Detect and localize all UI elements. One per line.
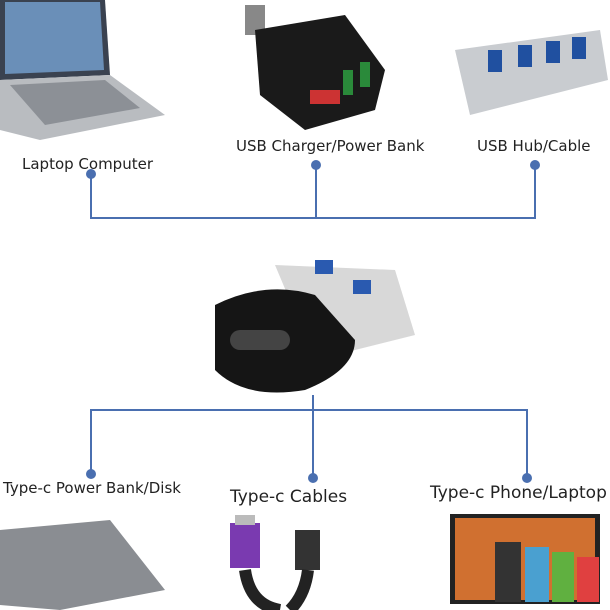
target-label-powerbank: Type-c Power Bank/Disk: [3, 479, 181, 497]
dot-laptop: [86, 169, 96, 179]
source-label-hub: USB Hub/Cable: [477, 137, 591, 155]
target-label-cables: Type-c Cables: [230, 487, 348, 507]
phones-laptop-image: [440, 512, 610, 610]
usb-c-cable-image: [220, 515, 340, 610]
target-label-phone: Type-c Phone/Laptop: [430, 483, 607, 503]
dot-phone: [522, 473, 532, 483]
usb-c-adapter-image: [205, 250, 420, 400]
dot-powerbank: [86, 469, 96, 479]
source-label-charger: USB Charger/Power Bank: [236, 137, 425, 155]
bottom-connector: [90, 409, 528, 478]
usb-hub-image: [450, 10, 610, 120]
usb-charger-image: [235, 0, 395, 135]
source-label-laptop: Laptop Computer: [22, 155, 153, 173]
dot-charger: [311, 160, 321, 170]
dot-cable: [308, 473, 318, 483]
laptop-image: [0, 0, 165, 145]
top-connector: [90, 165, 536, 219]
power-bank-image: [0, 515, 170, 610]
dot-hub: [530, 160, 540, 170]
